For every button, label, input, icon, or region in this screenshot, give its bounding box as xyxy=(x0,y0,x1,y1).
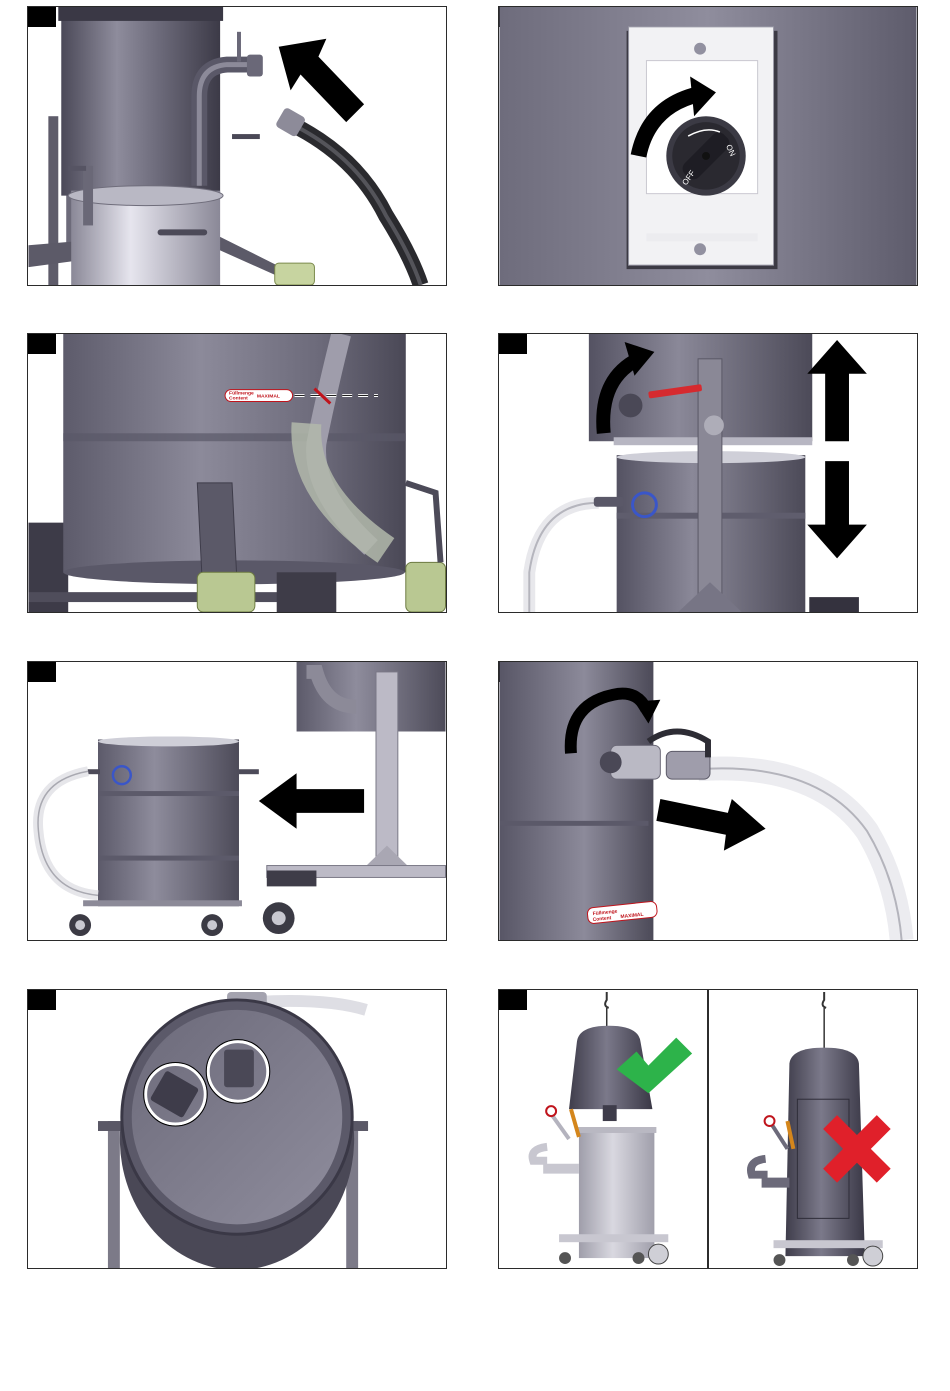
illustration-lifting-comparison xyxy=(499,990,917,1268)
arrow-icon xyxy=(279,39,364,122)
hook-icon xyxy=(605,992,609,1008)
step-panel-2: OFF ON xyxy=(498,6,918,286)
illustration-main-switch: OFF ON xyxy=(499,7,917,285)
down-arrow-icon xyxy=(807,461,867,558)
label-fill-line2: Content xyxy=(229,396,248,402)
label-fill-max: MAXIMAL xyxy=(257,394,280,400)
hook-icon xyxy=(823,992,827,1008)
illustration-remove-container xyxy=(28,662,446,940)
illustration-container-interior xyxy=(28,990,446,1268)
step-panel-7 xyxy=(27,989,447,1269)
step-panel-3: Füllmenge Content MAXIMAL xyxy=(27,333,447,613)
illustration-hose-connect xyxy=(28,7,446,285)
step-panel-4 xyxy=(498,333,918,613)
step-panel-6: Füllmenge Content MAXIMAL xyxy=(498,661,918,941)
step-panel-1 xyxy=(27,6,447,286)
step-panel-8 xyxy=(498,989,918,1269)
up-arrow-icon xyxy=(807,340,867,441)
step-panel-5 xyxy=(27,661,447,941)
illustration-fill-level: Füllmenge Content MAXIMAL xyxy=(28,334,446,612)
illustration-detach-hose: Füllmenge Content MAXIMAL xyxy=(499,662,917,940)
arrow-icon xyxy=(259,773,364,829)
illustration-release-container xyxy=(499,334,917,612)
arrow-icon xyxy=(656,799,765,851)
